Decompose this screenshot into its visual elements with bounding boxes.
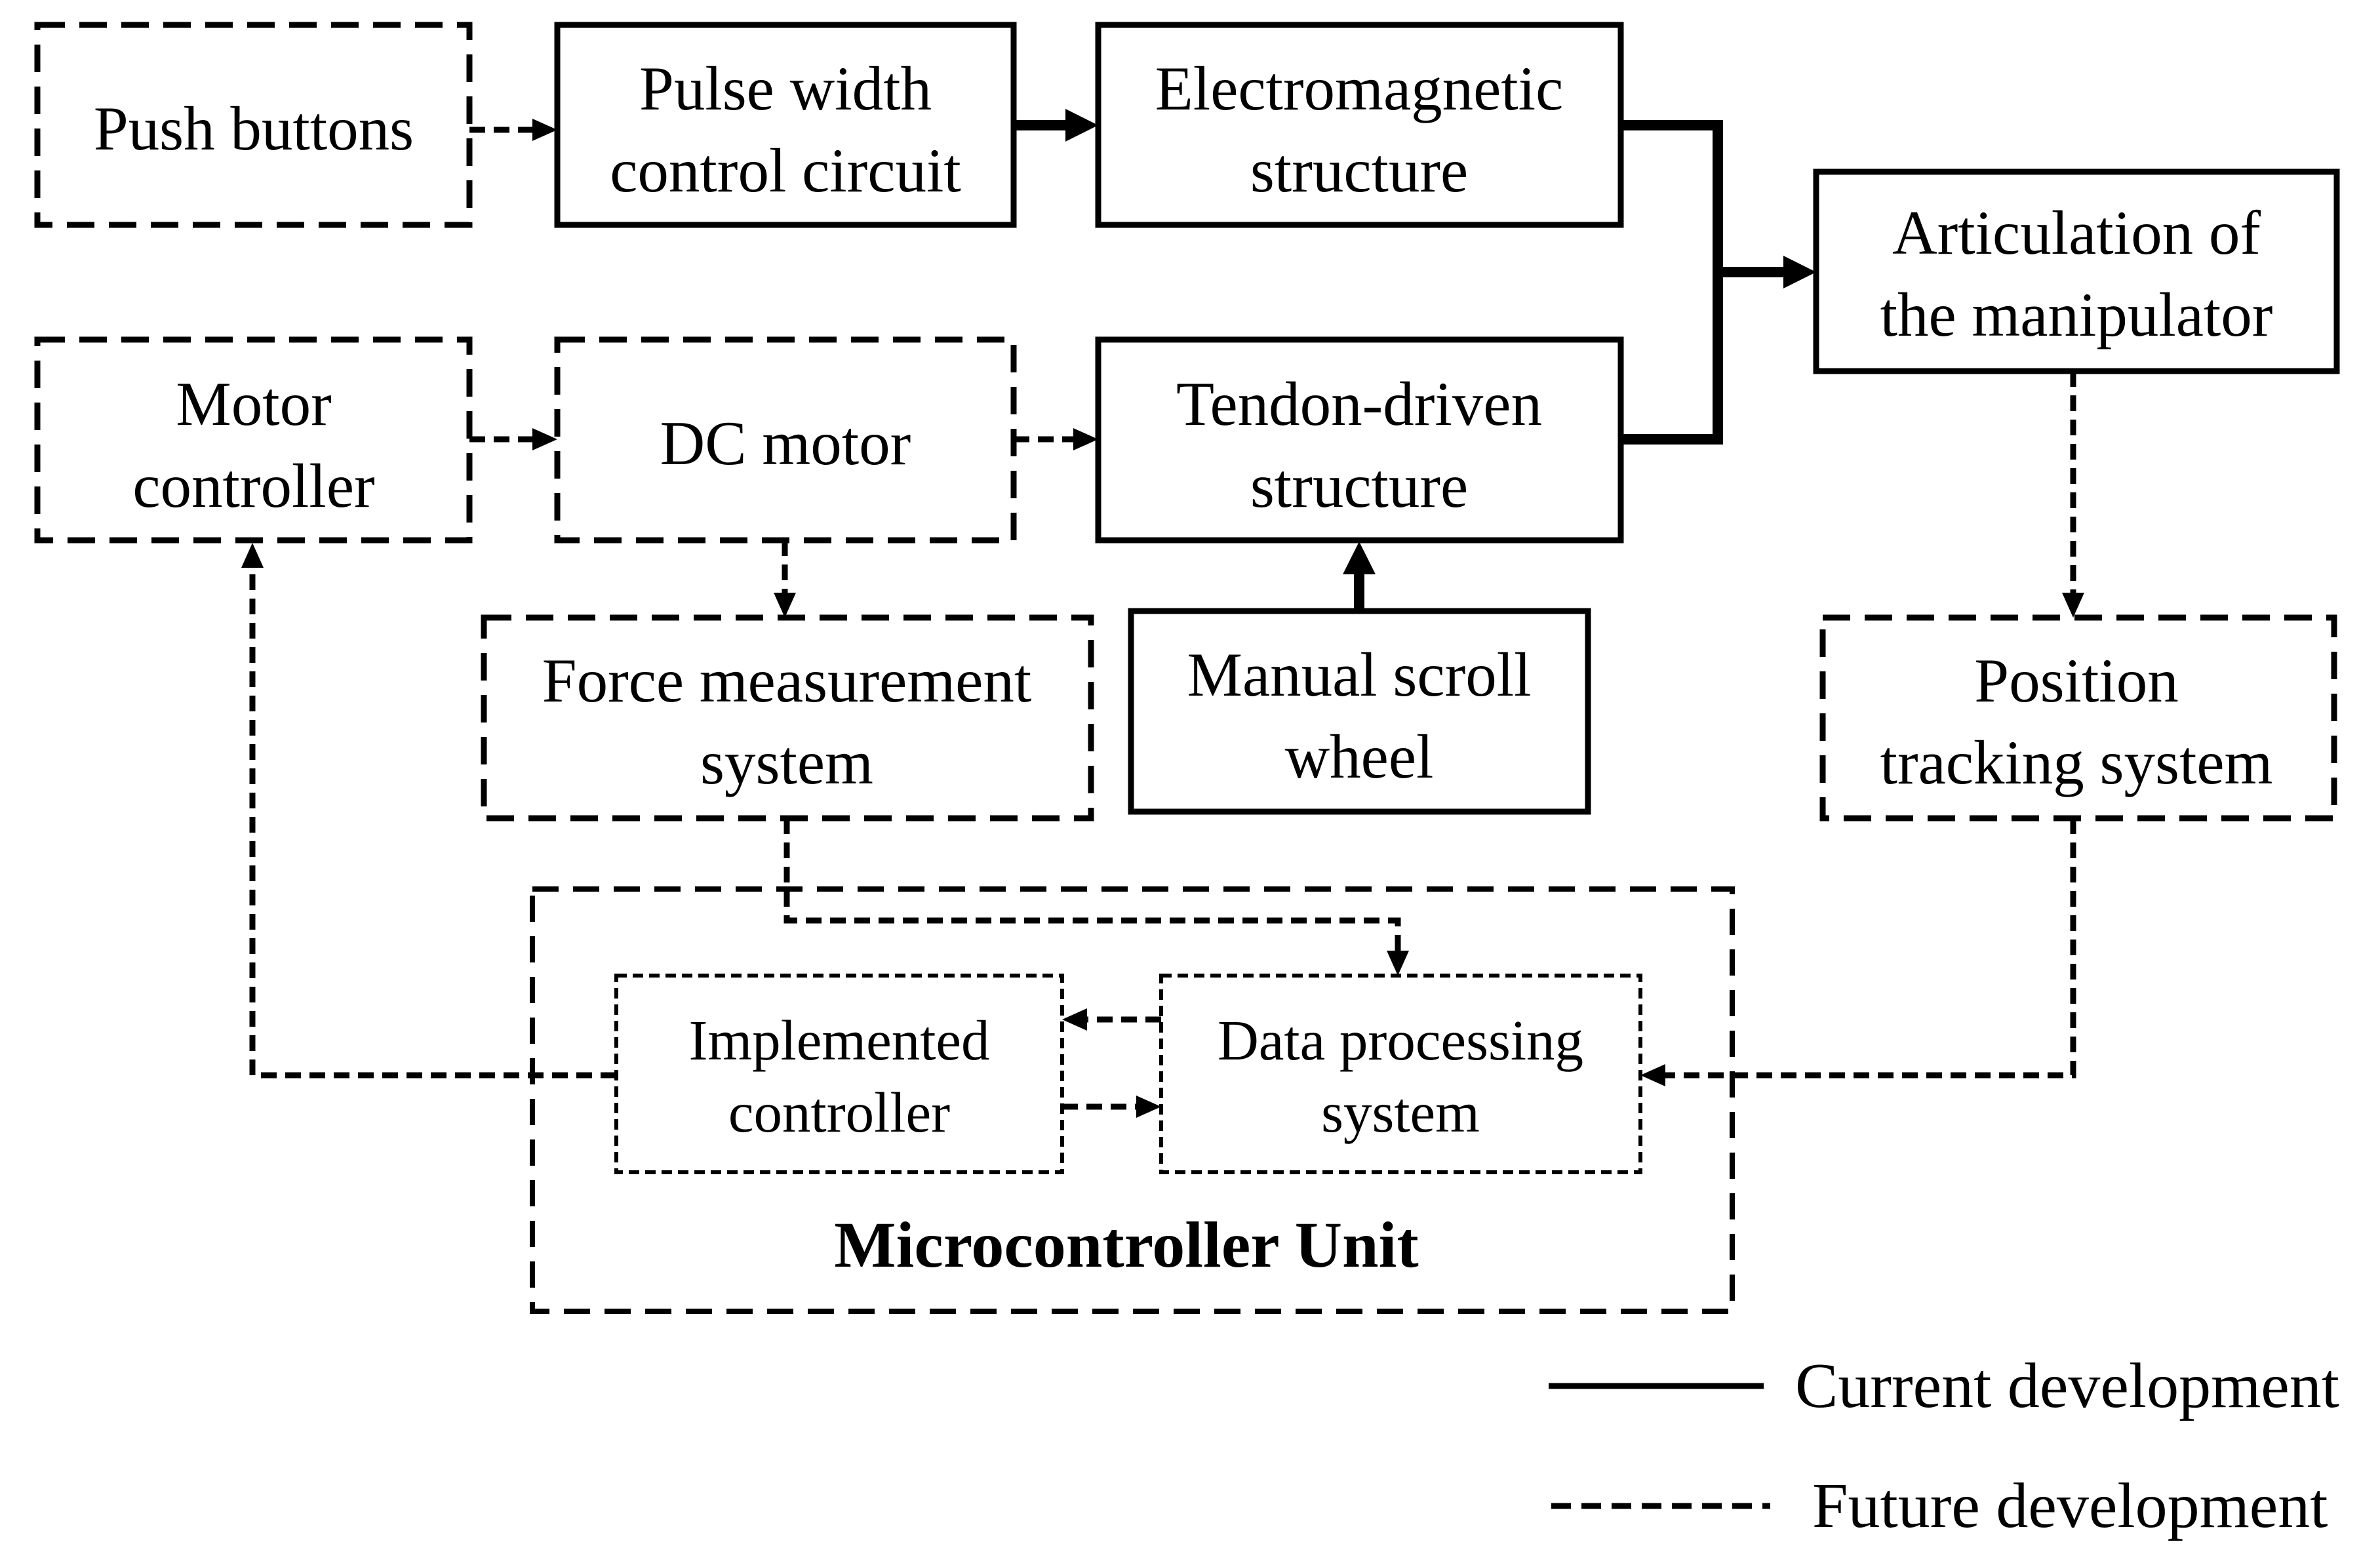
motor-controller-label-line-2: controller — [132, 451, 374, 521]
microcontroller-unit-box: Microcontroller Unit — [530, 886, 1735, 1314]
position-tracking-box: Position tracking system — [1819, 614, 2337, 821]
dc-motor-label-line-1: DC motor — [660, 408, 911, 478]
push-buttons-box: Push buttons — [34, 22, 473, 228]
implemented-controller-box: Implemented controller — [614, 974, 1064, 1174]
dc-motor-box: DC motor — [554, 336, 1017, 544]
arrowhead-push-to-pwm — [532, 119, 557, 141]
tendon-label-line-2: structure — [1250, 451, 1468, 521]
position-label-line-2: tracking system — [1880, 728, 2273, 797]
scroll-wheel-label-line-1: Manual scroll — [1187, 640, 1531, 709]
legend: Current development Future development — [1549, 1351, 2339, 1541]
legend-current-label: Current development — [1795, 1351, 2339, 1421]
articulation-label-line-2: the manipulator — [1880, 280, 2273, 349]
articulation-label-line-1: Articulation of — [1892, 198, 2261, 267]
arrowhead-position-to-dataproc — [1640, 1064, 1665, 1086]
arrowhead-force-to-dataproc — [1387, 951, 1409, 976]
connector-position-to-dataproc — [1665, 818, 2076, 1079]
arrowhead-motorctrl-to-dcmotor — [532, 428, 557, 450]
arrowhead-merge-to-articulation — [1783, 256, 1816, 288]
connector-force-to-dataproc — [783, 818, 1401, 952]
connector-controller-to-motorctrl — [249, 567, 616, 1079]
pwm-circuit-box: Pulse width control circuit — [554, 22, 1017, 228]
legend-future-label: Future development — [1812, 1471, 2328, 1541]
arrowhead-controller-to-dataproc — [1136, 1096, 1161, 1118]
electromagnetic-label-line-1: Electromagnetic — [1155, 54, 1563, 123]
scroll-wheel-label-line-2: wheel — [1285, 722, 1434, 791]
push-buttons-label-line-1: Push buttons — [94, 94, 414, 163]
arrowhead-controller-to-motorctrl — [241, 543, 264, 568]
arrowhead-dataproc-to-controller — [1062, 1008, 1087, 1031]
arrowhead-dcmotor-to-force — [774, 593, 796, 618]
motor-controller-box: Motor controller — [34, 336, 473, 544]
arrowhead-pwm-to-electromagnetic — [1065, 109, 1098, 142]
articulation-box: Articulation of the manipulator — [1813, 168, 2340, 374]
motor-controller-label-line-1: Motor — [176, 369, 332, 439]
tendon-driven-box: Tendon-driven structure — [1095, 336, 1624, 544]
position-label-line-1: Position — [1974, 646, 2179, 715]
arrowhead-articulation-to-position — [2062, 593, 2084, 618]
tendon-label-line-1: Tendon-driven — [1176, 369, 1542, 439]
data-processing-label-line-1: Data processing — [1218, 1008, 1583, 1072]
scroll-wheel-box: Manual scroll wheel — [1128, 608, 1591, 815]
electromagnetic-box: Electromagnetic structure — [1095, 22, 1624, 228]
arrowhead-scroll-to-tendon — [1343, 542, 1376, 574]
microcontroller-unit-title: Microcontroller Unit — [834, 1208, 1418, 1281]
connectors — [241, 109, 2084, 1118]
force-label-line-2: system — [700, 728, 873, 797]
pwm-label-line-1: Pulse width — [639, 54, 932, 123]
data-processing-box: Data processing system — [1159, 974, 1642, 1174]
data-processing-label-line-2: system — [1321, 1080, 1480, 1144]
electromagnetic-label-line-2: structure — [1250, 136, 1468, 205]
force-measurement-box: Force measurement system — [481, 614, 1094, 821]
controller-label-line-1: Implemented — [688, 1008, 989, 1072]
force-label-line-1: Force measurement — [542, 646, 1032, 715]
connector-electromagnetic-merge — [1621, 120, 1723, 445]
controller-label-line-2: controller — [728, 1080, 950, 1144]
pwm-label-line-2: control circuit — [610, 136, 961, 205]
arrowhead-dcmotor-to-tendon — [1073, 428, 1098, 450]
